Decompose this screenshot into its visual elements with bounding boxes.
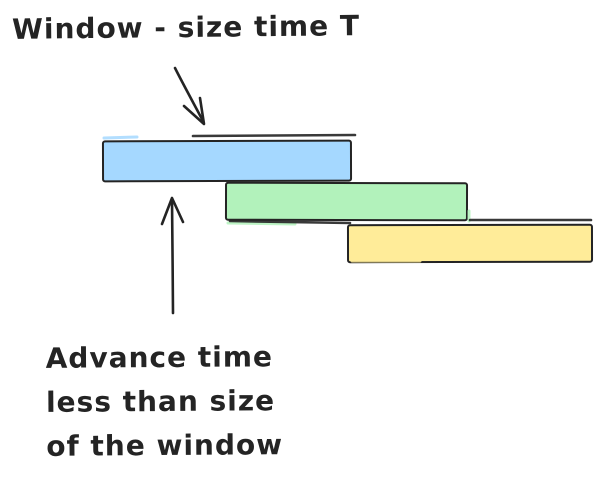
advance-time-label-line1: Advance time <box>45 340 274 375</box>
advance-time-arrow <box>160 196 185 315</box>
window-rect-2 <box>224 181 469 222</box>
window-size-label: Window - size time T <box>11 9 361 46</box>
advance-time-label-line3: of the window <box>46 428 284 463</box>
window-size-arrow <box>173 66 206 126</box>
advance-time-label: Advance time less than size of the windo… <box>46 335 284 469</box>
advance-time-label-line2: less than size <box>45 384 276 419</box>
window-rect-3 <box>346 223 594 264</box>
window-rect-1 <box>101 139 353 183</box>
